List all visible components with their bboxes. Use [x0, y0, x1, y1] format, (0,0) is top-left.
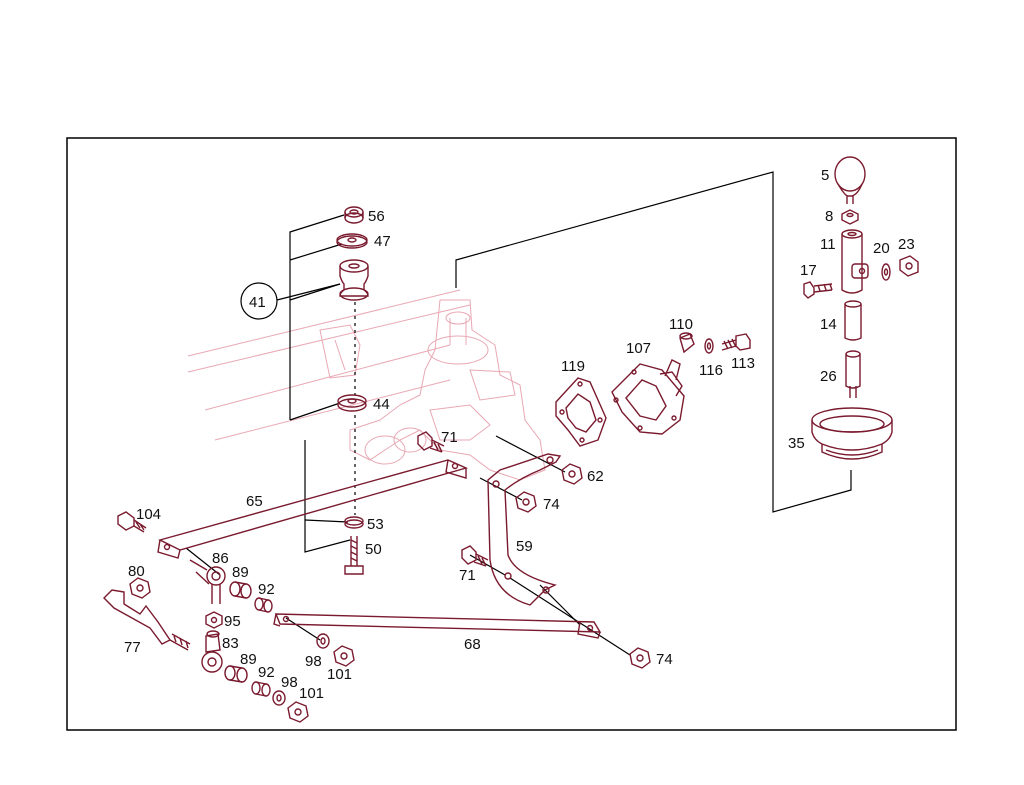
bolt-17-icon: [803, 281, 833, 299]
lever-59-icon: [487, 453, 562, 606]
label-68: 68: [464, 636, 481, 653]
label-26: 26: [820, 368, 837, 385]
nut-95-icon: [205, 611, 223, 629]
bolt-113-icon: [721, 333, 751, 351]
ball-socket-86-icon: [189, 559, 226, 604]
bolt-71a-icon: [417, 431, 445, 453]
rod-65-icon: [157, 459, 469, 559]
label-92a: 92: [258, 581, 275, 598]
washer-116-icon: [704, 338, 714, 354]
label-41: 41: [249, 294, 266, 311]
nut-56-icon: [344, 206, 364, 224]
nut-74b-icon: [629, 647, 651, 669]
label-35: 35: [788, 435, 805, 452]
label-104: 104: [136, 506, 161, 523]
nut-62-icon: [561, 463, 583, 485]
knob-5-icon: [834, 156, 866, 204]
label-53: 53: [367, 516, 384, 533]
nut-101a-icon: [333, 645, 355, 667]
label-95: 95: [224, 613, 241, 630]
label-47: 47: [374, 233, 391, 250]
label-92b: 92: [258, 664, 275, 681]
label-20: 20: [873, 240, 890, 257]
label-62: 62: [587, 468, 604, 485]
nut-23-icon: [899, 255, 919, 277]
label-116: 116: [699, 362, 723, 379]
label-59: 59: [516, 538, 533, 555]
rubber-mount-41-icon: [339, 259, 369, 301]
label-50: 50: [365, 541, 382, 558]
diagram-frame: [66, 137, 957, 731]
label-65: 65: [246, 493, 263, 510]
label-119: 119: [561, 358, 585, 375]
plug-110-icon: [679, 332, 695, 354]
label-11: 11: [820, 236, 836, 253]
bushing-89a-icon: [229, 581, 252, 599]
label-110: 110: [669, 316, 693, 333]
label-71a: 71: [441, 429, 458, 446]
bushing-92b-icon: [251, 681, 271, 697]
label-98a: 98: [305, 653, 322, 670]
washer-44-icon: [337, 394, 367, 412]
washer-98b-icon: [272, 690, 286, 706]
housing-107-icon: [611, 359, 685, 435]
label-71b: 71: [459, 567, 476, 584]
label-86: 86: [212, 550, 229, 567]
nut-8-icon: [841, 209, 859, 225]
parts: [103, 156, 919, 723]
callout-41-circle: [240, 282, 278, 320]
label-77: 77: [124, 639, 141, 656]
washer-20-icon: [881, 263, 891, 281]
ghost-transmission: [187, 289, 546, 481]
washer-53-icon: [344, 516, 364, 529]
gasket-119-icon: [555, 377, 607, 447]
nut-74a-icon: [515, 491, 537, 513]
label-89a: 89: [232, 564, 249, 581]
label-113: 113: [731, 355, 755, 372]
label-89b: 89: [240, 651, 257, 668]
label-23: 23: [898, 236, 915, 253]
bolt-50-icon: [344, 536, 364, 575]
rod-68-icon: [273, 613, 602, 639]
bolt-71b-icon: [461, 545, 489, 567]
labels: 56 47 41 44 53 50 65 104 71 119 107 110 …: [124, 167, 915, 702]
label-5: 5: [821, 167, 829, 184]
label-101a: 101: [327, 666, 352, 683]
nut-101b-icon: [287, 701, 309, 723]
label-74b: 74: [656, 651, 673, 668]
boot-ring-35-icon: [811, 407, 893, 460]
bushing-92a-icon: [254, 597, 273, 613]
label-17: 17: [800, 262, 817, 279]
label-107: 107: [626, 340, 651, 357]
leader-lines: [185, 171, 852, 656]
label-74a: 74: [543, 496, 560, 513]
label-44: 44: [373, 396, 390, 413]
label-101b: 101: [299, 685, 324, 702]
label-56: 56: [368, 208, 385, 225]
label-8: 8: [825, 208, 833, 225]
bushing-89b-icon: [224, 665, 248, 683]
sleeve-11-icon: [841, 229, 869, 294]
pin-26-icon: [845, 350, 861, 398]
label-80: 80: [128, 563, 145, 580]
tube-14-icon: [844, 300, 862, 341]
label-98b: 98: [281, 674, 298, 691]
bracket-77-icon: [103, 589, 191, 651]
washer-47-icon: [336, 233, 368, 249]
bolt-104-icon: [117, 511, 147, 533]
ball-socket-83-icon: [201, 630, 223, 673]
washer-98a-icon: [316, 633, 330, 649]
label-83: 83: [222, 635, 239, 652]
label-14: 14: [820, 316, 837, 333]
nut-80-icon: [129, 577, 151, 599]
